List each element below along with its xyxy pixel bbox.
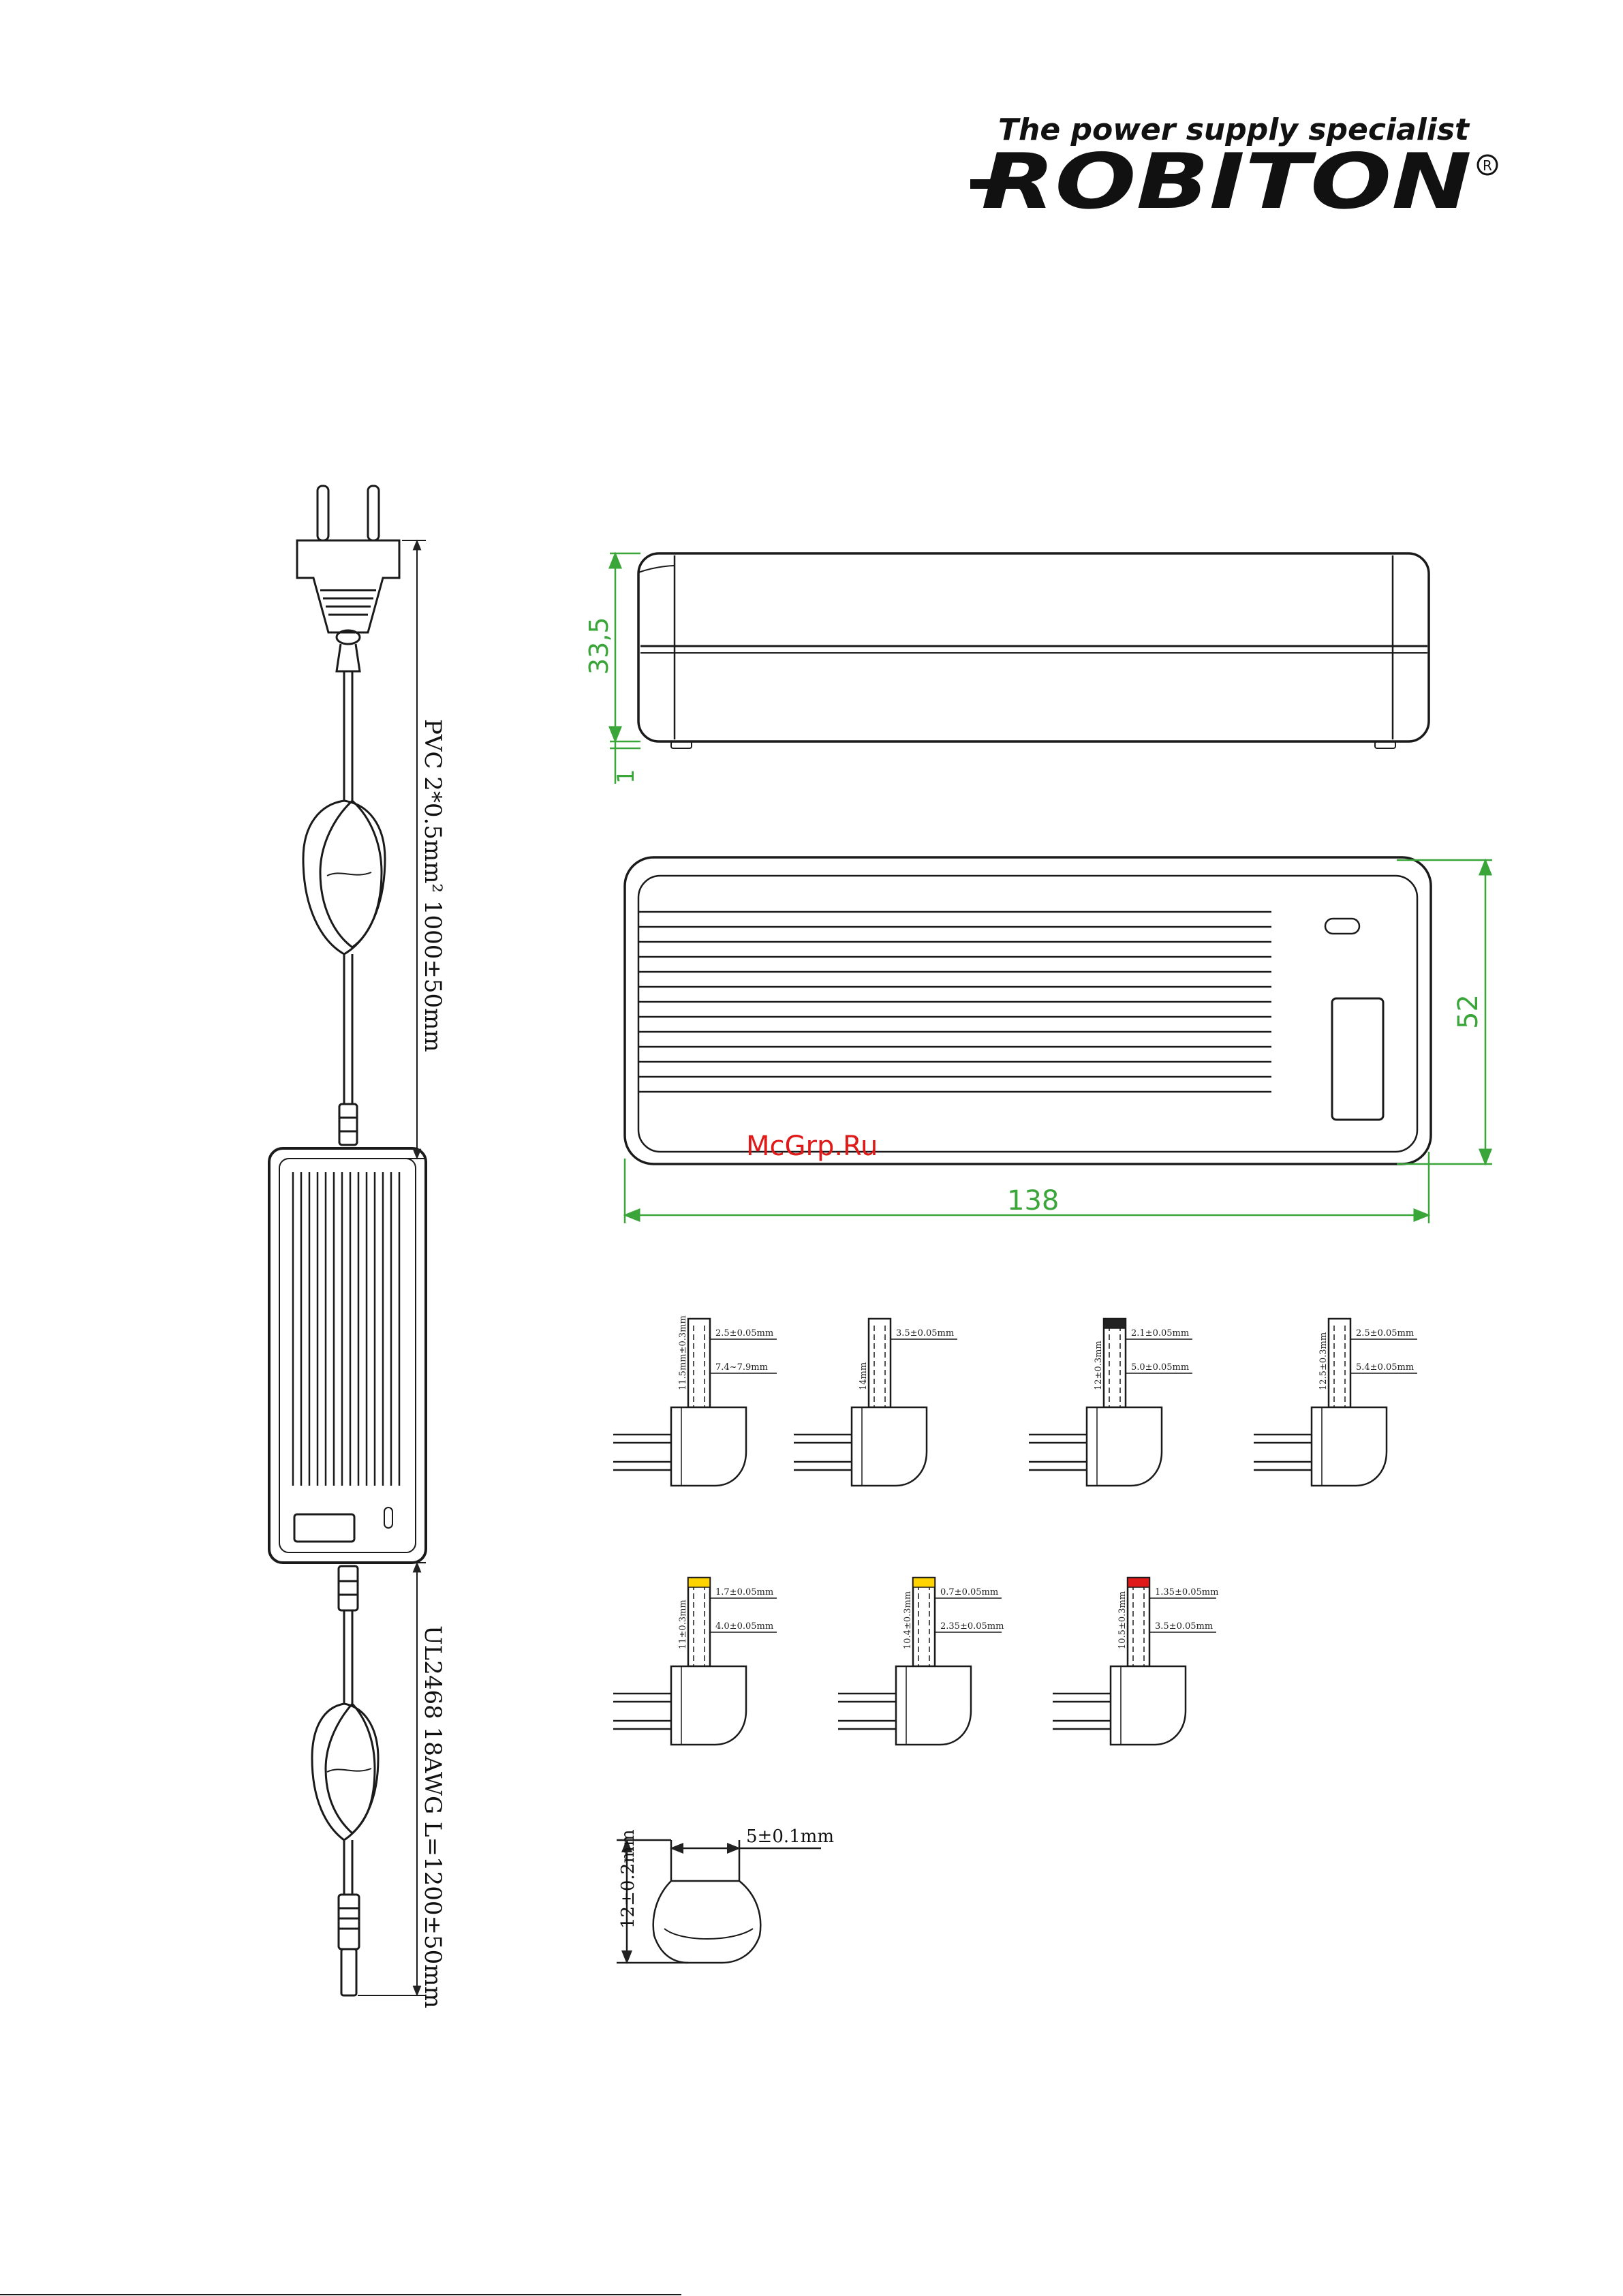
connector-height-label: 12±0.2mm [618,1829,638,1929]
output-cable-label: UL2468 18AWG L=1200±50mm [419,1625,446,2008]
tip-4: 12.5±0.3mm 2.5±0.05mm 5.4±0.05mm [1254,1317,1417,1487]
tip-inner-diameter-label: 3.5±0.05mm [896,1328,954,1338]
width-and-length-dimensions [623,858,1492,1223]
tip-2: 14mm 3.5±0.05mm [794,1317,957,1487]
tip-outer-diameter-label: 4.0±0.05mm [715,1621,773,1632]
tip-outer-diameter-label: 5.0±0.05mm [1131,1362,1189,1373]
tip-outer-diameter-label: 5.4±0.05mm [1356,1362,1414,1373]
tip-inner-diameter-label: 1.35±0.05mm [1155,1587,1218,1597]
enclosure-top-view [623,856,1432,1165]
eu-plug [296,485,401,673]
connector-width-label: 5±0.1mm [746,1826,834,1847]
tip-6: 10.4±0.3mm 0.7±0.05mm 2.35±0.05mm [838,1576,1004,1746]
input-cable-label: PVC 2*0.5mm² 1000±50mm [419,719,446,1052]
output-cable [311,1565,380,1997]
brand-logo: The power supply specialist ROBITON R [970,112,1498,226]
adapter-side-view [268,1147,427,1564]
watermark: McGrp.Ru [746,1131,878,1162]
dc-tips: 11.5mm±0.3mm 2.5±0.05mm 7.4~7.9mm 14mm 3.5±0… [613,1315,1417,1746]
tip-inner-diameter-label: 2.5±0.05mm [1356,1328,1414,1338]
height-dimension [608,551,640,784]
enclosure-side-view [637,552,1430,749]
tip-1: 11.5mm±0.3mm 2.5±0.05mm 7.4~7.9mm [613,1315,777,1487]
connector-detail [617,1839,821,1964]
foot-label: 1 [613,769,640,784]
tip-inner-diameter-label: 2.5±0.05mm [715,1328,773,1338]
tip-length-label: 12.5±0.3mm [1318,1332,1329,1390]
tip-inner-diameter-label: 1.7±0.05mm [715,1587,773,1597]
height-label: 33,5 [584,617,614,675]
adapter-with-cables [268,485,427,1997]
tip-outer-diameter-label: 7.4~7.9mm [715,1362,768,1373]
registered-mark: R [1483,157,1492,174]
tip-length-label: 11.5mm±0.3mm [678,1315,688,1390]
tip-length-label: 14mm [859,1362,869,1390]
cable-length-dimensions [358,539,426,1997]
tip-inner-diameter-label: 0.7±0.05mm [940,1587,998,1597]
tip-7: 10.5±0.3mm 1.35±0.05mm 3.5±0.05mm [1053,1576,1218,1746]
width-label: 52 [1453,994,1484,1029]
tip-length-label: 10.5±0.3mm [1117,1591,1128,1649]
tip-inner-diameter-label: 2.1±0.05mm [1131,1328,1189,1338]
tip-outer-diameter-label: 2.35±0.05mm [940,1621,1004,1632]
tip-length-label: 12±0.3mm [1094,1341,1104,1390]
tip-length-label: 11±0.3mm [678,1599,688,1649]
brand-name: ROBITON [981,138,1472,226]
tip-5: 11±0.3mm 1.7±0.05mm 4.0±0.05mm [613,1576,777,1746]
tip-outer-diameter-label: 3.5±0.05mm [1155,1621,1213,1632]
input-cable [302,671,386,1146]
tip-length-label: 10.4±0.3mm [903,1591,913,1649]
brand-tagline: The power supply specialist [998,112,1470,147]
tip-3: 12±0.3mm 2.1±0.05mm 5.0±0.05mm [1029,1317,1192,1487]
length-label: 138 [1007,1185,1059,1216]
